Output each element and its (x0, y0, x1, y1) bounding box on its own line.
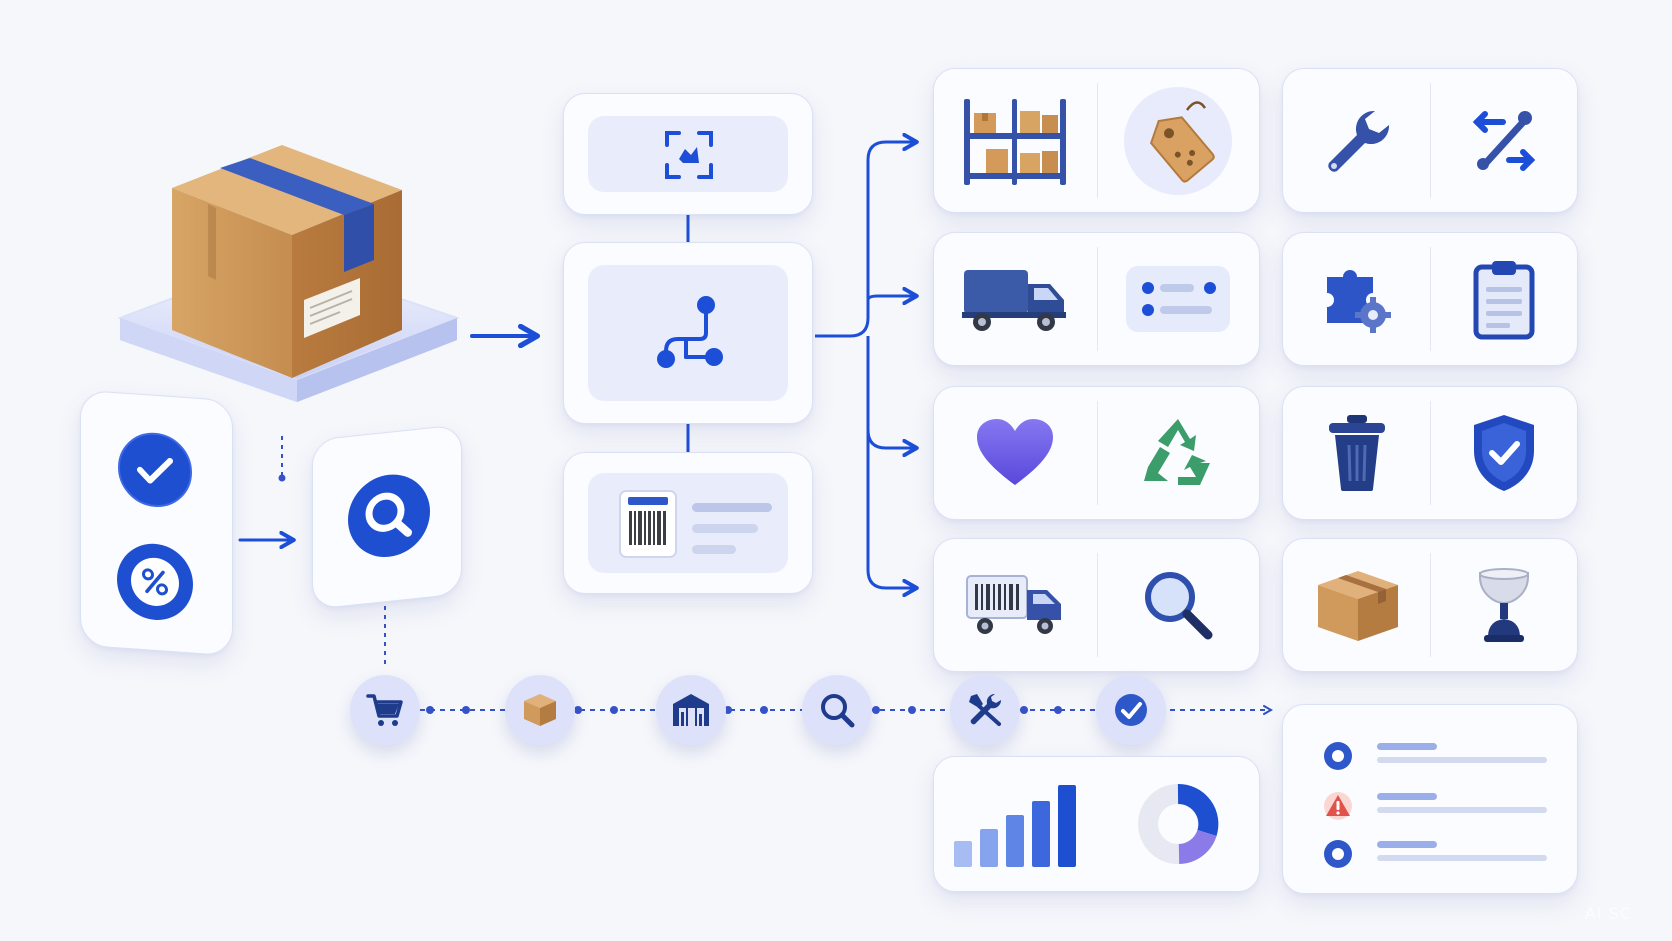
step-cart[interactable] (350, 675, 420, 745)
barcode-truck-card[interactable] (933, 538, 1260, 672)
search-card[interactable] (312, 424, 462, 610)
donut-chart-icon (1097, 757, 1260, 891)
heart-recycle-card[interactable] (933, 386, 1260, 520)
package-platform (112, 140, 462, 440)
package-icon (524, 694, 556, 726)
step-package[interactable] (505, 675, 575, 745)
barcode-truck-icon (934, 539, 1097, 671)
tools-icon (969, 693, 1002, 726)
warehouse-tag-card[interactable] (933, 68, 1260, 213)
scan-focus-icon (661, 127, 717, 183)
puzzle-clipboard-card[interactable] (1282, 232, 1578, 366)
search-icon (346, 468, 432, 563)
percent-circle-icon[interactable] (115, 539, 195, 625)
status-row-1[interactable] (1321, 737, 1551, 777)
delivery-truck-icon (934, 233, 1097, 365)
barcode-text-lines (692, 503, 777, 554)
analytics-card[interactable] (933, 756, 1260, 892)
step-search[interactable] (802, 675, 872, 745)
clipboard-icon (1430, 233, 1577, 365)
step-warehouse[interactable] (656, 675, 726, 745)
box-trophy-card[interactable] (1282, 538, 1578, 672)
closed-box-icon (1283, 539, 1430, 671)
trash-bin-icon (1283, 387, 1430, 519)
list-icon (1097, 233, 1260, 365)
wrench-icon (1283, 69, 1430, 212)
warehouse-icon (673, 694, 709, 726)
swap-arrows-icon (1430, 69, 1577, 212)
info-ring-icon (1324, 742, 1352, 770)
puzzle-gear-icon (1283, 233, 1430, 365)
check-icon (1115, 694, 1147, 726)
recycle-icon (1097, 387, 1260, 519)
bar-chart-icon (934, 757, 1097, 891)
shield-check-icon (1430, 387, 1577, 519)
warehouse-shelves-icon (934, 69, 1097, 212)
routing-nodes-icon (644, 289, 734, 379)
wrench-swap-card[interactable] (1282, 68, 1578, 213)
badges-card (80, 389, 233, 657)
watermark: AI SC (1584, 904, 1632, 923)
search-icon (821, 694, 855, 728)
step-check[interactable] (1096, 675, 1166, 745)
heart-icon (934, 387, 1097, 519)
barcode-card[interactable] (563, 452, 813, 594)
trophy-icon (1430, 539, 1577, 671)
status-row-2[interactable] (1321, 787, 1551, 827)
package-box-icon (117, 145, 460, 402)
trash-shield-card[interactable] (1282, 386, 1578, 520)
magnifier-icon (1097, 539, 1260, 671)
check-circle-icon[interactable] (117, 429, 193, 510)
status-list-card[interactable] (1282, 704, 1578, 894)
routing-card[interactable] (563, 242, 813, 424)
status-row-3[interactable] (1321, 835, 1551, 875)
scan-card[interactable] (563, 93, 813, 215)
truck-list-card[interactable] (933, 232, 1260, 366)
barcode-label-icon (618, 489, 678, 559)
cart-icon (366, 694, 403, 726)
warning-triangle-icon (1324, 792, 1352, 820)
step-tools[interactable] (950, 675, 1020, 745)
price-tag-icon (1097, 69, 1260, 212)
info-ring-icon (1324, 840, 1352, 868)
